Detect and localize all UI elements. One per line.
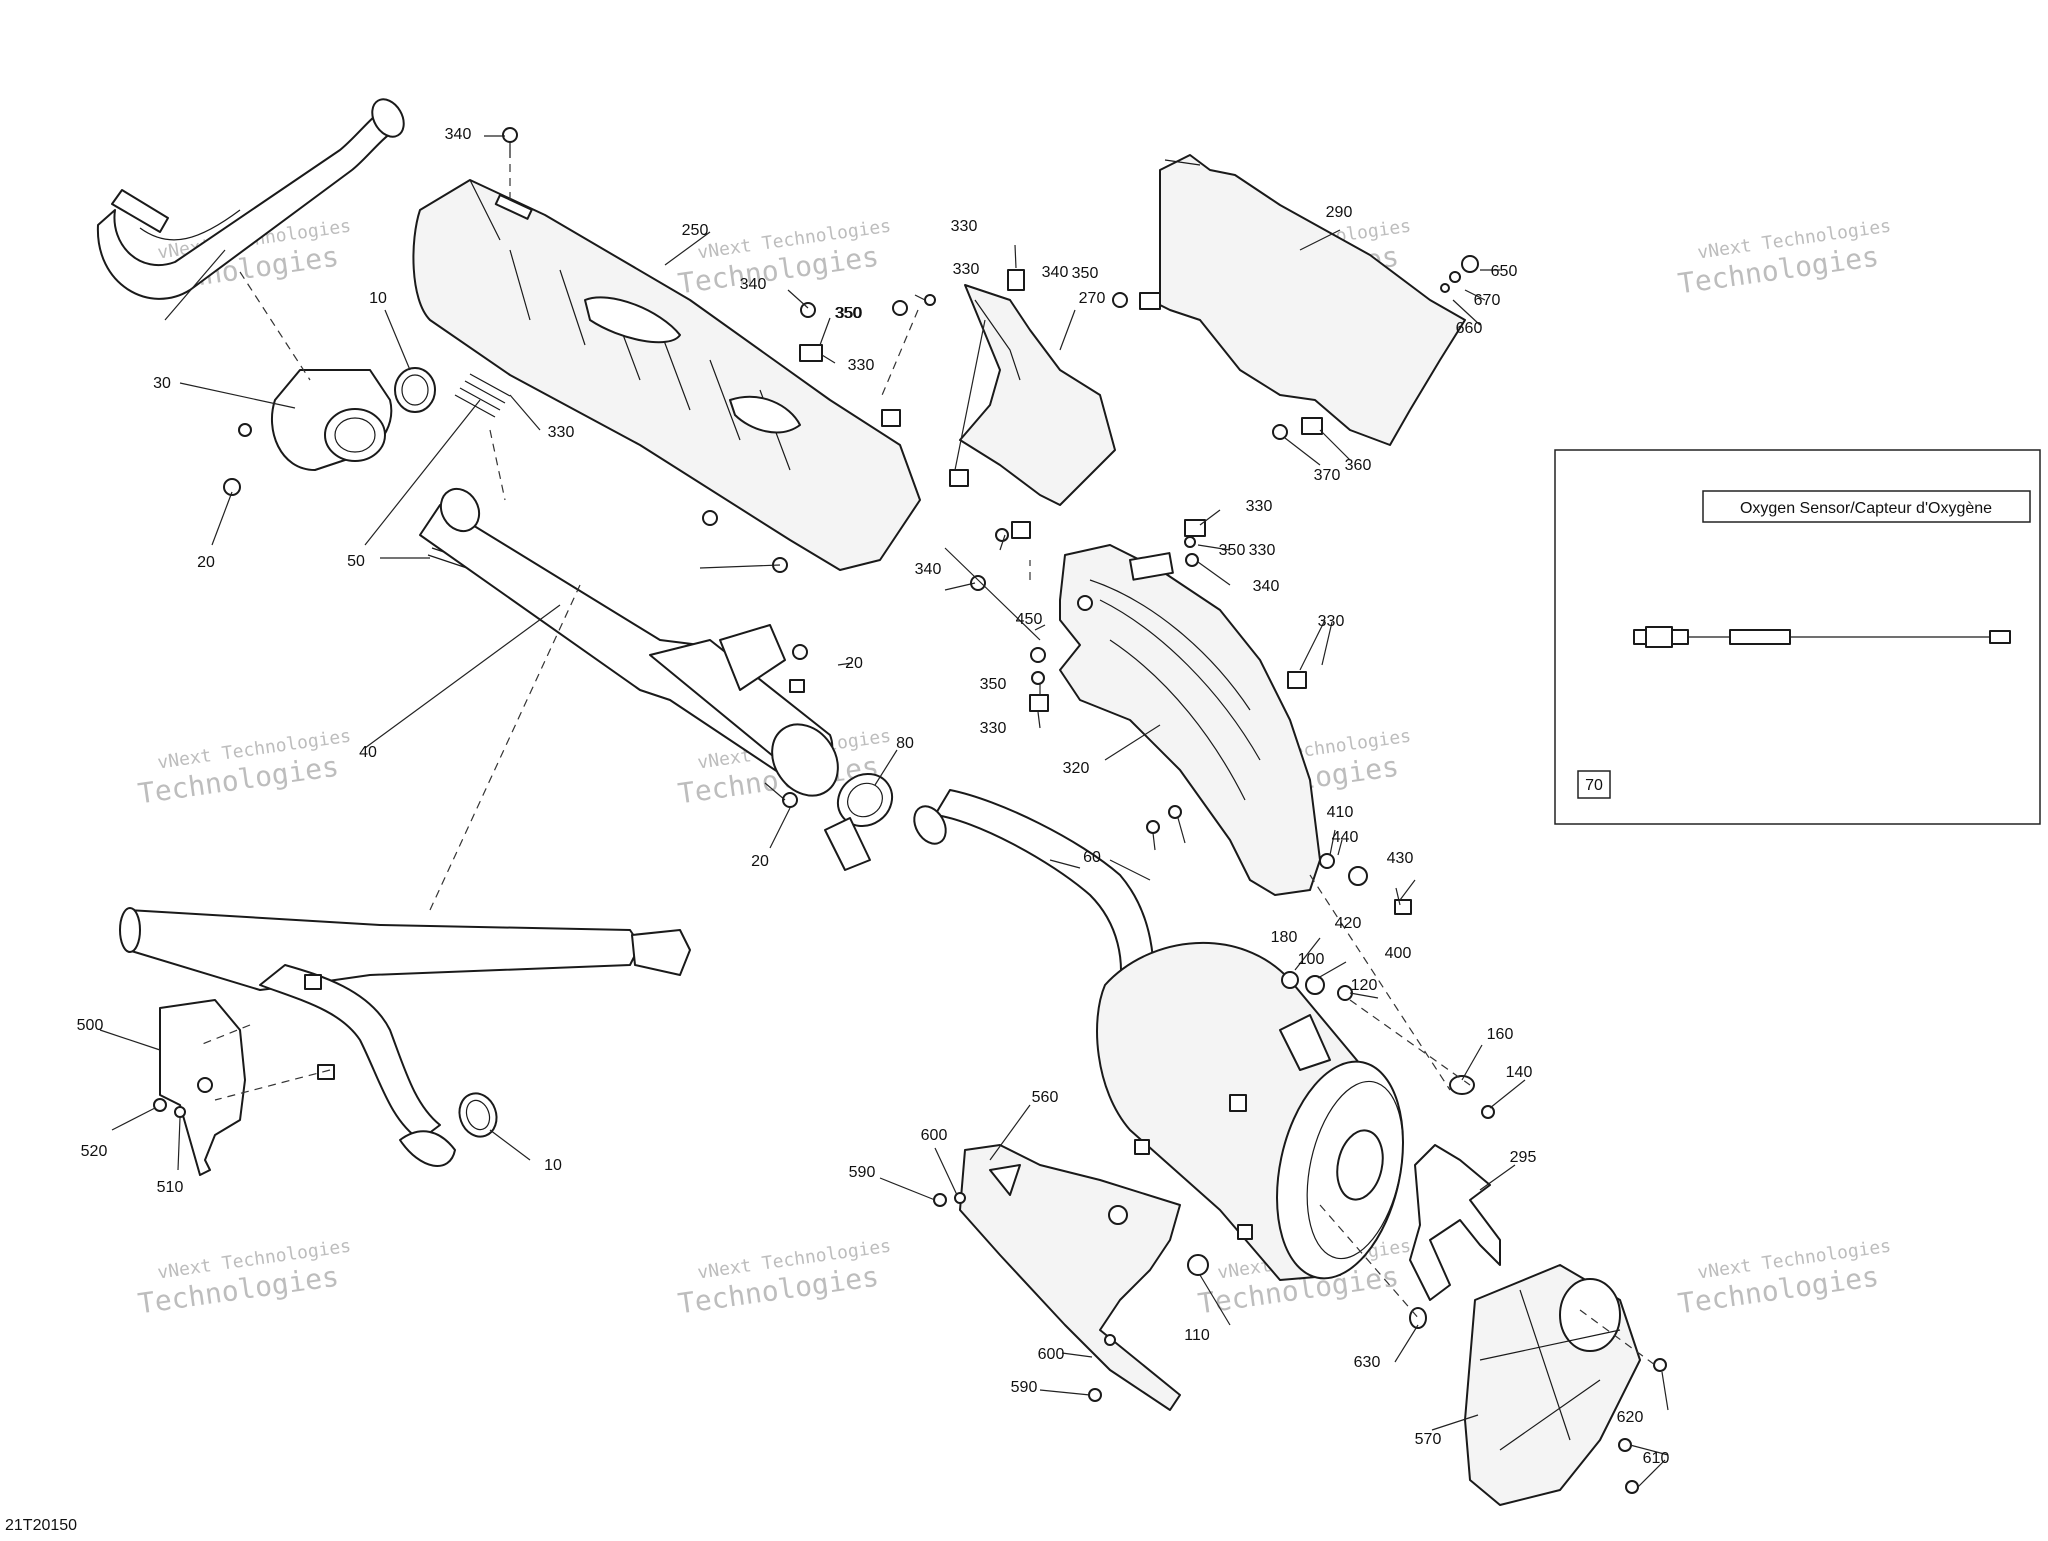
callout-450: 450	[1016, 611, 1043, 628]
callout-270: 270	[1079, 290, 1106, 307]
part-mid-pipe[interactable]	[419, 482, 851, 808]
callout-430: 430	[1387, 850, 1414, 867]
callout-330: 330	[951, 218, 978, 235]
callout-610: 610	[1643, 1450, 1670, 1467]
callout-570: 570	[1415, 1431, 1442, 1448]
callout-600: 600	[921, 1127, 948, 1144]
callout-660: 660	[1456, 320, 1483, 337]
part-20-nut-left[interactable]	[223, 478, 241, 496]
callout-330: 330	[953, 261, 980, 278]
callout-590: 590	[1011, 1379, 1038, 1396]
callout-560: 560	[1032, 1089, 1059, 1106]
callout-520: 520	[81, 1143, 108, 1160]
part-290-shield[interactable]	[1159, 154, 1466, 446]
callout-330: 330	[1249, 542, 1276, 559]
callout-10: 10	[544, 1157, 562, 1174]
part-250-heat-shield[interactable]	[412, 179, 921, 571]
callout-30: 30	[153, 375, 171, 392]
part-500-bracket[interactable]	[159, 999, 246, 1176]
part-560-muffler-shield[interactable]	[959, 1144, 1181, 1411]
part-number-70: 70	[1585, 777, 1603, 794]
callout-330: 330	[1318, 613, 1345, 630]
inset-oxygen-sensor: Oxygen Sensor/Capteur d'Oxygène 70	[1554, 449, 2041, 825]
callout-600: 600	[1038, 1346, 1065, 1363]
callout-250: 250	[682, 222, 709, 239]
callout-20: 20	[751, 853, 769, 870]
callout-60: 60	[1083, 849, 1101, 866]
callout-590: 590	[849, 1164, 876, 1181]
callout-330: 330	[548, 424, 575, 441]
callout-420: 420	[1335, 915, 1362, 932]
part-40-lower-pipe[interactable]	[119, 907, 691, 1167]
callout-295: 295	[1510, 1149, 1537, 1166]
callout-410: 410	[1327, 804, 1354, 821]
part-flange-manifold[interactable]	[238, 369, 393, 471]
part-570-end-cap[interactable]	[1464, 1264, 1641, 1506]
callout-350: 350	[1072, 265, 1099, 282]
callout-180: 180	[1271, 929, 1298, 946]
assembly-lines	[199, 150, 1656, 1366]
callout-40: 40	[359, 744, 377, 761]
leader-lines	[99, 135, 1669, 1488]
callout-330: 330	[848, 357, 875, 374]
hardware-bolts[interactable]	[153, 127, 1667, 1494]
part-30-exhaust-header-pipe[interactable]	[96, 94, 410, 300]
callout-160: 160	[1487, 1026, 1514, 1043]
callout-340: 340	[1253, 578, 1280, 595]
part-320-shield[interactable]	[1059, 544, 1321, 896]
callout-350: 350	[980, 676, 1007, 693]
oxygen-sensor-part[interactable]	[1633, 626, 2011, 648]
callout-340: 340	[915, 561, 942, 578]
part-10-gasket-ring[interactable]	[394, 367, 436, 413]
callout-360: 360	[1345, 457, 1372, 474]
callout-10: 10	[369, 290, 387, 307]
callout-630: 630	[1354, 1354, 1381, 1371]
callout-370: 370	[1314, 467, 1341, 484]
callout-50: 50	[347, 553, 365, 570]
callout-340: 340	[445, 126, 472, 143]
part-270-shield[interactable]	[959, 284, 1116, 506]
callout-510: 510	[157, 1179, 184, 1196]
part-295-bracket[interactable]	[1409, 1144, 1501, 1301]
diagram-id: 21T20150	[5, 1517, 77, 1534]
callout-330: 330	[980, 720, 1007, 737]
callout-500: 500	[77, 1017, 104, 1034]
callout-620: 620	[1617, 1409, 1644, 1426]
callout-110: 110	[1184, 1327, 1210, 1344]
part-80-clamp[interactable]	[824, 763, 902, 871]
callout-320: 320	[1063, 760, 1090, 777]
part-muffler-body[interactable]	[1096, 942, 1422, 1290]
part-number-box	[1577, 770, 1611, 799]
callout-330: 330	[1246, 498, 1273, 515]
callout-670: 670	[1474, 292, 1501, 309]
callout-100: 100	[1298, 951, 1325, 968]
callout-440: 440	[1332, 829, 1359, 846]
callout-350: 350	[836, 305, 863, 322]
callout-340: 340	[740, 276, 767, 293]
callout-140: 140	[1506, 1064, 1533, 1081]
callout-650: 650	[1491, 263, 1518, 280]
callout-20: 20	[845, 655, 863, 672]
callout-350: 350	[1219, 542, 1246, 559]
inset-title: Oxygen Sensor/Capteur d'Oxygène	[1740, 500, 1992, 517]
callout-400: 400	[1385, 945, 1412, 962]
inset-title-box	[1702, 490, 2031, 523]
callout-340: 340	[1042, 264, 1069, 281]
callout-290: 290	[1326, 204, 1353, 221]
callout-80: 80	[896, 735, 914, 752]
callout-120: 120	[1351, 977, 1378, 994]
callout-20: 20	[197, 554, 215, 571]
part-10-ring-lower[interactable]	[454, 1088, 503, 1142]
callout-350: 350	[835, 305, 862, 322]
